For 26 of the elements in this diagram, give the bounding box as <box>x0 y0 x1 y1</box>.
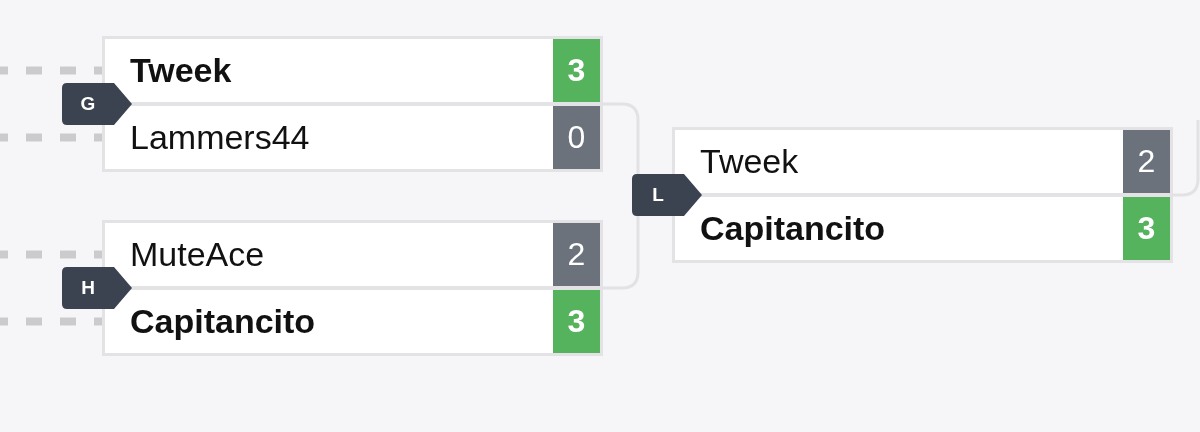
player-name: Tweek <box>700 142 800 181</box>
player-row <box>675 197 1170 260</box>
player-row <box>105 39 600 102</box>
match-tag: G <box>62 83 132 125</box>
score-tile: 3 <box>1123 197 1170 260</box>
player-name: Capitancito <box>130 302 317 341</box>
player-row <box>105 290 600 353</box>
score-tile: 0 <box>553 106 600 169</box>
player-row <box>105 223 600 286</box>
player-name: Tweek <box>130 51 233 90</box>
score-tile: 2 <box>553 223 600 286</box>
match-card <box>102 220 603 356</box>
player-row <box>105 106 600 169</box>
player-name: Lammers44 <box>130 118 311 157</box>
score-tile: 3 <box>553 39 600 102</box>
match-tag: L <box>632 174 702 216</box>
score-tile: 2 <box>1123 130 1170 193</box>
player-row <box>675 130 1170 193</box>
player-name: Capitancito <box>700 209 887 248</box>
match-card <box>102 36 603 172</box>
bracket-line <box>603 102 640 174</box>
bracket-line <box>603 216 640 290</box>
match-card <box>672 127 1173 263</box>
score-tile: 3 <box>553 290 600 353</box>
match-tag: H <box>62 267 132 309</box>
player-name: MuteAce <box>130 235 266 274</box>
